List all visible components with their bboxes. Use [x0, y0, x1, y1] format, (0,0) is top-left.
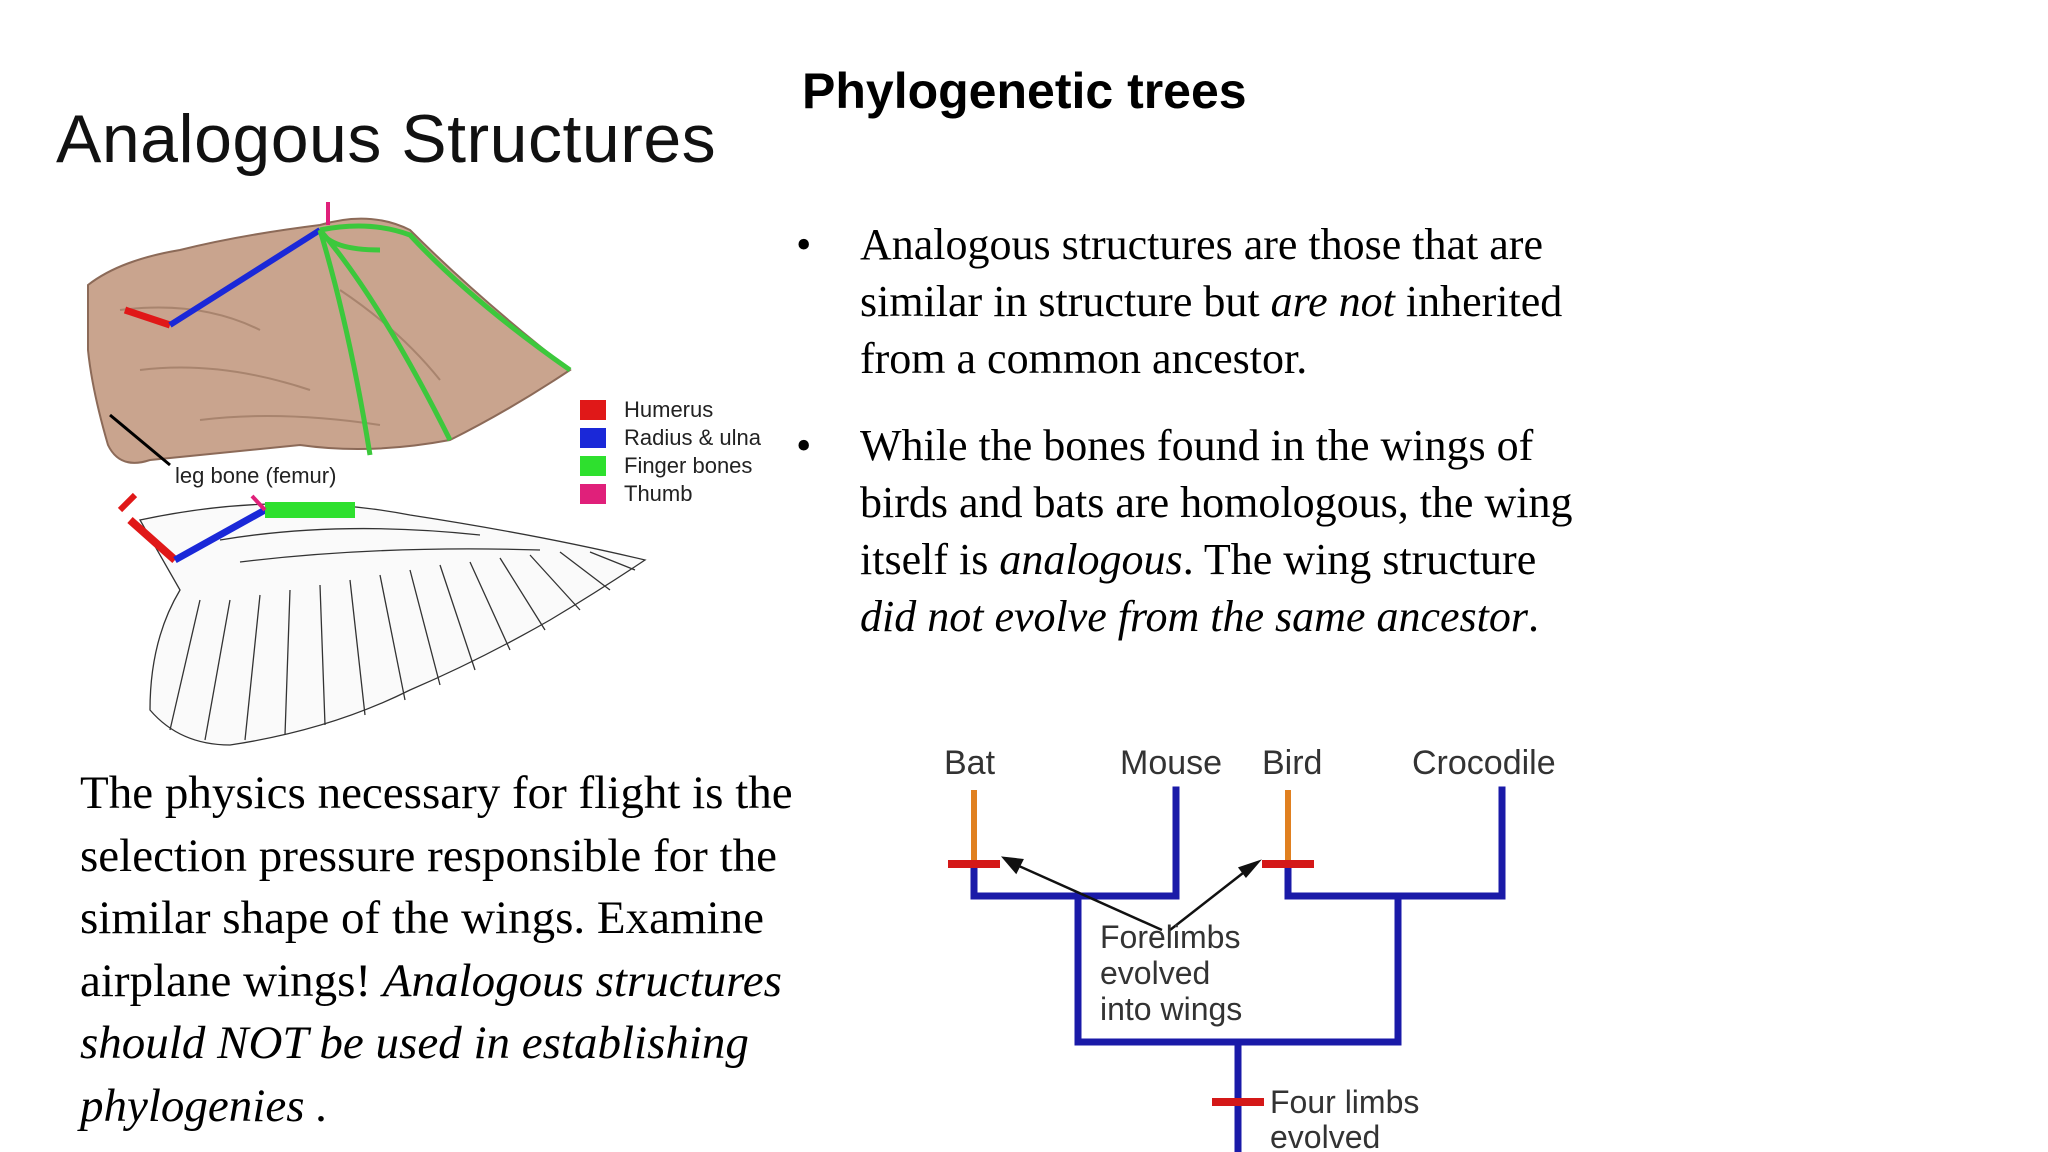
bullet-dot: •: [796, 220, 812, 269]
legend-label-radius-ulna: Radius & ulna: [624, 425, 762, 450]
taxon-label-mouse: Mouse: [1120, 744, 1222, 782]
forelimbs-label: Forelimbs evolved into wings: [1100, 919, 1242, 1027]
forelimbs-label-line: Forelimbs: [1100, 919, 1240, 955]
paragraph-text: The physics necessary for flight is the …: [80, 767, 793, 1007]
taxon-label-bird: Bird: [1262, 744, 1322, 782]
taxon-label-bat: Bat: [944, 744, 996, 782]
bullet-emphasis: are not: [1270, 277, 1395, 326]
legend-swatch-radius-ulna: [580, 428, 606, 448]
bat-radius-ulna: [168, 227, 322, 328]
bird-thumb: [250, 494, 267, 512]
forelimbs-label-line: evolved: [1100, 955, 1210, 991]
legend-label-humerus: Humerus: [624, 397, 713, 422]
section-heading: Phylogenetic trees: [802, 63, 1247, 119]
annotation-arrows: [1000, 856, 1262, 932]
bullet-emphasis: analogous: [999, 535, 1183, 584]
forelimbs-label-line: into wings: [1100, 991, 1242, 1027]
bullet-item: • While the bones found in the wings of b…: [796, 417, 1586, 645]
bat-wing-membrane: [87, 217, 572, 464]
bat-bird-wing-illustration: leg bone (femur) Humerus Radius & ulna F…: [87, 202, 762, 746]
bullet-text: Analogous structures are those that are …: [860, 220, 1543, 326]
flight-physics-paragraph: The physics necessary for flight is the …: [80, 762, 900, 1137]
slide-title: Analogous Structures: [56, 101, 717, 177]
bullet-text: .: [1528, 592, 1539, 641]
legend-swatch-finger-bones: [580, 456, 606, 476]
bullet-item: • Analogous structures are those that are…: [796, 216, 1586, 387]
bullet-text: . The wing structure: [1182, 535, 1537, 584]
legend-label-thumb: Thumb: [624, 481, 692, 506]
bullet-text: While the bones found in the wings of bi…: [860, 421, 1573, 584]
bat-finger-bones: [317, 223, 572, 456]
legend-swatch-humerus: [580, 400, 606, 420]
bullet-emphasis: did not evolve from the same ancestor: [860, 592, 1528, 641]
paragraph-emphasis: Analogous structures should NOT be used …: [80, 954, 782, 1132]
bone-legend: Humerus Radius & ulna Finger bones Thumb: [580, 397, 762, 506]
bullet-list: • Analogous structures are those that are…: [796, 216, 1586, 675]
bird-humerus-upper: [117, 492, 138, 513]
femur-label: leg bone (femur): [175, 463, 336, 488]
four-limbs-label-line: Four limbs: [1270, 1084, 1419, 1120]
bird-wing-feathers: [138, 503, 647, 746]
bullet-text: inherited from a common ancestor.: [860, 277, 1563, 383]
legend-label-finger-bones: Finger bones: [624, 453, 752, 478]
legend-swatch-thumb: [580, 484, 606, 504]
taxon-label-crocodile: Crocodile: [1412, 744, 1556, 782]
bird-finger-bones: [265, 502, 355, 518]
bird-radius-ulna: [173, 506, 267, 564]
bullet-dot: •: [796, 421, 812, 470]
tree-branches: [970, 786, 1506, 1152]
phylogenetic-tree-diagram: Bat Mouse Bird Crocodile Forelimbs evolv…: [944, 744, 1556, 1152]
bird-humerus: [127, 517, 178, 563]
bat-humerus: [123, 306, 172, 329]
four-limbs-label: Four limbs evolved: [1270, 1084, 1419, 1152]
femur-pointer: [109, 413, 171, 467]
four-limbs-label-line: evolved: [1270, 1119, 1380, 1152]
